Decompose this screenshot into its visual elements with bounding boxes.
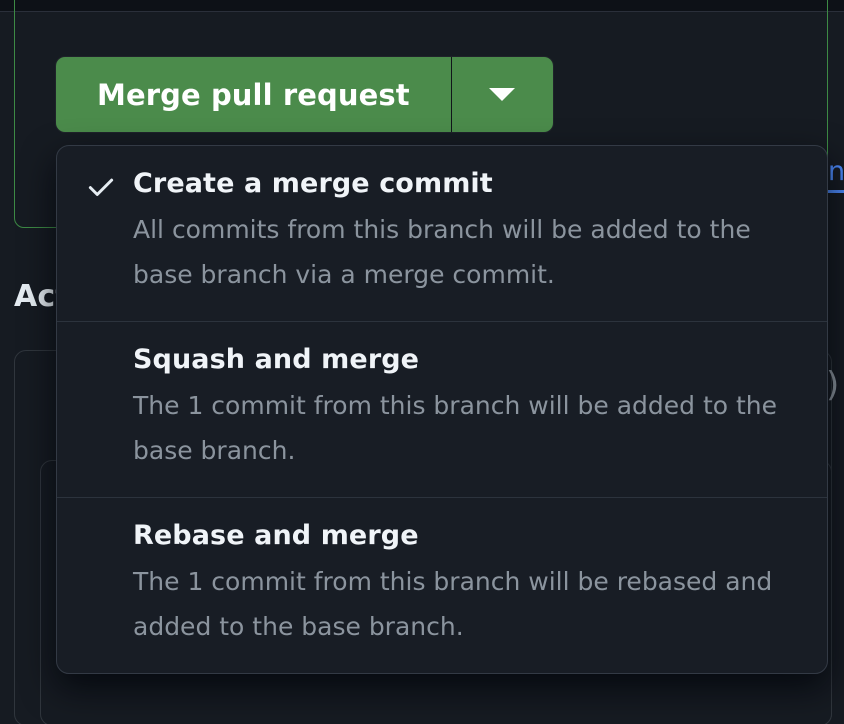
- merge-method-dropdown-toggle[interactable]: [451, 57, 553, 132]
- branch-link-label: ne: [828, 156, 844, 187]
- menu-item-title: Squash and merge: [133, 343, 420, 375]
- menu-item-description: All commits from this branch will be add…: [133, 214, 751, 289]
- menu-item-title: Create a merge commit: [133, 168, 493, 199]
- chevron-down-icon: [489, 88, 516, 101]
- menu-item-title: Rebase and merge: [133, 519, 419, 551]
- check-icon: [86, 168, 133, 202]
- merge-pull-request-split-button[interactable]: Merge pull request: [56, 57, 553, 132]
- menu-item-squash-and-merge[interactable]: Squash and merge The 1 commit from this …: [57, 320, 827, 497]
- check-icon-placeholder: [86, 344, 133, 348]
- paren-glyph: ): [826, 365, 840, 405]
- branch-link-underline: [828, 190, 844, 193]
- button-divider: [450, 57, 452, 132]
- menu-item-rebase-and-merge[interactable]: Rebase and merge The 1 commit from this …: [57, 496, 827, 673]
- merge-method-menu[interactable]: Create a merge commit All commits from t…: [56, 145, 828, 674]
- menu-item-description: The 1 commit from this branch will be ad…: [133, 390, 778, 465]
- branch-link[interactable]: ne: [828, 156, 844, 193]
- top-divider: [0, 11, 844, 12]
- merge-pull-request-button[interactable]: Merge pull request: [56, 57, 451, 132]
- check-icon-placeholder: [86, 520, 133, 524]
- menu-item-create-merge-commit[interactable]: Create a merge commit All commits from t…: [57, 146, 827, 321]
- menu-item-description: The 1 commit from this branch will be re…: [133, 566, 773, 641]
